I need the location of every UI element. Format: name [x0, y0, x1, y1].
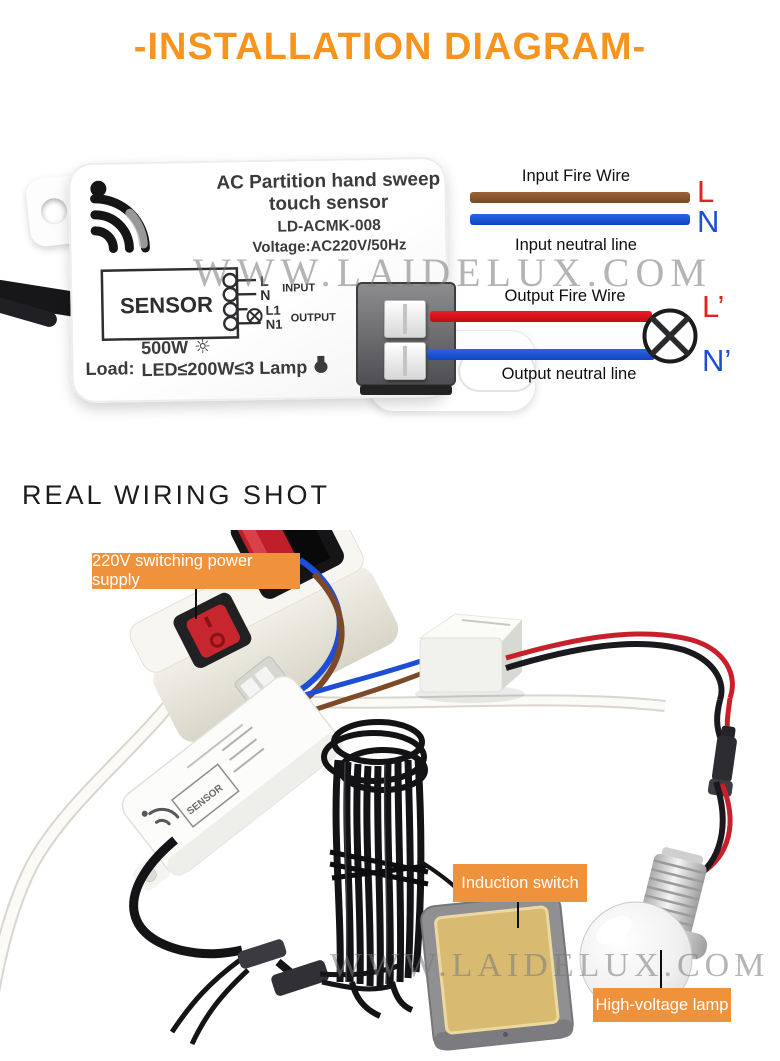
page-title: -INSTALLATION DIAGRAM-	[133, 26, 647, 68]
load-rating: Load: 500W☼ LED≤200W≤3 Lamp	[85, 335, 328, 382]
lamp-label-pointer	[660, 950, 662, 988]
mini-wifi-icon	[141, 807, 180, 826]
output-neutral-label: Output neutral line	[501, 365, 637, 383]
sensor-device: AC Partition hand sweep touch sensor LD-…	[67, 156, 451, 404]
sun-icon: ☼	[194, 335, 212, 359]
lamp-label: High-voltage lamp	[593, 988, 731, 1022]
input-neutral-wire	[470, 214, 690, 225]
load-label: Load:	[85, 358, 135, 380]
terminal-letter-l-prime: L’	[702, 289, 725, 324]
output-label: OUTPUT	[291, 312, 337, 325]
pin-n1: N1	[266, 317, 283, 332]
terminal-block	[356, 282, 456, 395]
push-connector-top	[384, 300, 426, 338]
bulb-icon	[314, 356, 327, 373]
pin-l: L	[260, 273, 269, 289]
schematic-sensor-label: SENSOR	[120, 292, 213, 319]
device-voltage: Voltage:AC220V/50Hz	[252, 236, 407, 257]
high-voltage-lamp	[579, 847, 708, 1015]
induction-label-pointer	[517, 902, 519, 928]
output-neutral-wire	[427, 349, 655, 360]
device-print: AC Partition hand sweep touch sensor LD-…	[178, 168, 479, 257]
terminal-letter-l: L	[697, 174, 715, 209]
input-neutral-label: Input neutral line	[514, 236, 637, 254]
wifi-signal-icon	[90, 180, 150, 254]
input-label: INPUT	[282, 282, 315, 295]
watermark-photo: WWW.LAIDELUX.COM	[330, 947, 769, 984]
terminal-letter-n-prime: N’	[702, 343, 732, 378]
input-fire-label: Input Fire Wire	[521, 167, 631, 185]
schematic-lamp-symbol	[246, 308, 263, 325]
induction-switch-pad	[420, 893, 574, 1051]
induction-switch-label: Induction switch	[453, 864, 587, 902]
load-led-row: LED≤200W≤3 Lamp	[141, 356, 327, 381]
real-wiring-photo: SENSOR	[0, 530, 769, 1051]
power-label-pointer	[195, 589, 197, 619]
input-fire-wire	[470, 192, 690, 203]
power-supply-label: 220V switching power supply	[92, 552, 300, 589]
led-driver-cube	[294, 613, 735, 715]
lamp-feed-wires	[690, 697, 737, 883]
push-connector-bottom	[384, 342, 426, 380]
device-model: LD-ACMK-008	[277, 216, 381, 236]
pin-n: N	[260, 287, 270, 303]
lamp-symbol-icon	[642, 308, 698, 364]
output-fire-label: Output Fire Wire	[504, 287, 626, 305]
terminal-letter-n: N	[697, 204, 720, 239]
pin-l1: L1	[265, 303, 280, 318]
output-fire-wire	[430, 311, 652, 322]
white-cords	[0, 666, 666, 994]
rocker-switch	[173, 592, 252, 669]
section-heading: REAL WIRING SHOT	[22, 480, 331, 510]
wiring-schematic: SENSOR L N L1 N1 INPUT OUTPUT	[100, 267, 337, 342]
